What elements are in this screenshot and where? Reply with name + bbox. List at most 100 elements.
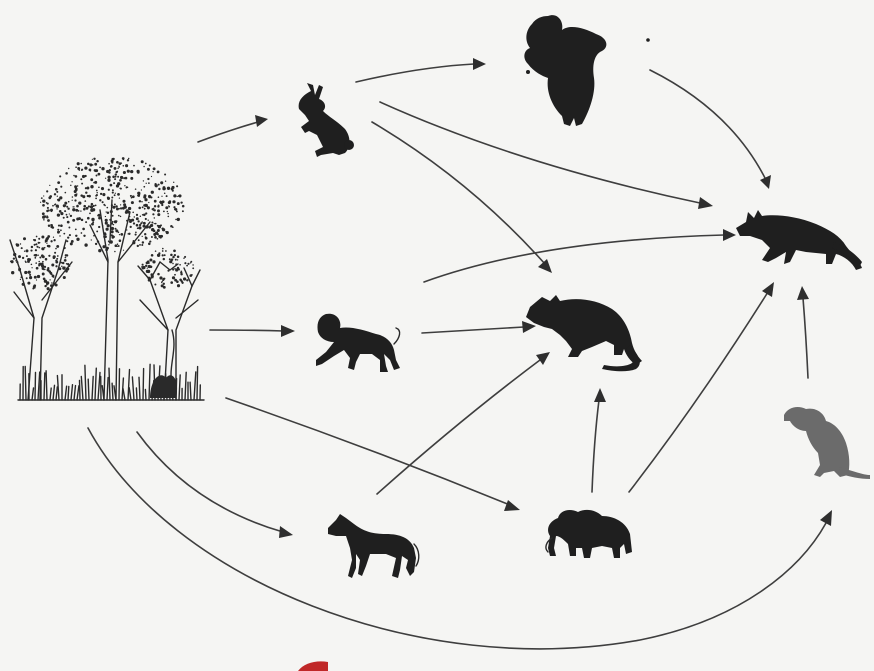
- foliage-dot: [10, 261, 12, 263]
- foliage-dot: [123, 171, 126, 174]
- foliage-dot: [167, 213, 168, 214]
- foliage-dot: [136, 214, 138, 216]
- foliage-dot: [80, 163, 82, 165]
- foliage-dot: [112, 192, 114, 194]
- foliage-dot: [115, 176, 117, 178]
- foliage-dot: [48, 255, 50, 257]
- foliage-dot: [61, 266, 62, 267]
- grass-blade: [46, 371, 47, 400]
- foliage-dot: [155, 250, 157, 252]
- foliage-dot: [17, 245, 19, 247]
- foliage-dot: [166, 195, 168, 197]
- foliage-dot: [168, 206, 170, 208]
- foliage-dot: [163, 210, 165, 212]
- grass-blade: [68, 386, 69, 400]
- foliage-dot: [107, 212, 110, 215]
- foliage-dot: [69, 234, 71, 236]
- foliage-dot: [83, 205, 86, 208]
- foliage-dot: [114, 178, 116, 180]
- foliage-dot: [157, 209, 160, 212]
- foliage-dot: [155, 184, 158, 187]
- foliage-dot: [114, 251, 116, 253]
- grass-blade: [149, 364, 150, 400]
- foliage-dot: [144, 198, 147, 201]
- grass-blade: [50, 388, 51, 400]
- foliage-dot: [83, 208, 86, 211]
- foliage-dot: [115, 244, 118, 247]
- foliage-dot: [157, 273, 160, 276]
- foliage-dot: [81, 183, 83, 185]
- foliage-dot: [132, 212, 134, 214]
- foliage-dot: [128, 158, 129, 159]
- foliage-dot: [34, 239, 36, 241]
- foliage-dot: [121, 162, 123, 164]
- foliage-dot: [179, 264, 181, 266]
- foliage-dot: [66, 240, 68, 242]
- foliage-dot: [76, 218, 79, 221]
- foliage-dot: [22, 257, 24, 259]
- foliage-dot: [46, 243, 47, 244]
- foliage-dot: [76, 193, 78, 195]
- foliage-dot: [148, 195, 151, 198]
- foliage-dot: [107, 179, 110, 182]
- foliage-dot: [84, 166, 87, 169]
- foliage-dot: [173, 182, 174, 183]
- foliage-dot: [177, 202, 180, 205]
- foliage-dot: [141, 160, 144, 163]
- foliage-dot: [181, 282, 183, 284]
- grass-blade: [145, 389, 146, 400]
- foliage-dot: [46, 238, 49, 241]
- foliage-dot: [46, 215, 47, 216]
- foliage-dot: [60, 229, 62, 231]
- foliage-dot: [119, 234, 120, 235]
- grass-blade: [95, 368, 96, 400]
- foliage-dot: [157, 254, 160, 257]
- grass-blade: [77, 386, 79, 400]
- foliage-dot: [95, 198, 97, 200]
- foliage-dot: [105, 222, 108, 225]
- foliage-dot: [125, 164, 128, 167]
- foliage-dot: [127, 159, 129, 161]
- foliage-dot: [165, 206, 168, 209]
- foliage-dot: [81, 232, 83, 234]
- foliage-dot: [107, 176, 110, 179]
- foliage-dot: [51, 282, 52, 283]
- foliage-dot: [119, 179, 122, 182]
- foliage-dot: [75, 209, 78, 212]
- foliage-dot: [67, 221, 70, 224]
- foliage-dot: [145, 204, 147, 206]
- grass-blade: [80, 380, 81, 400]
- edge-forest-to-horse: [137, 432, 293, 538]
- foliage-dot: [167, 187, 170, 190]
- foliage-dot: [110, 165, 112, 167]
- foliage-dot: [90, 185, 93, 188]
- foliage-dot: [174, 208, 177, 211]
- foliage-dot: [143, 222, 146, 225]
- foliage-dot: [116, 184, 119, 187]
- foliage-dot: [138, 239, 140, 241]
- foliage-dot: [175, 219, 176, 220]
- foliage-dot: [42, 267, 45, 270]
- foliage-dot: [157, 171, 160, 174]
- foliage-dot: [48, 270, 50, 272]
- foliage-dot: [177, 284, 180, 287]
- foliage-dot: [187, 263, 189, 265]
- foliage-dot: [105, 178, 106, 179]
- foliage-dot: [75, 188, 78, 191]
- foliage-dot: [112, 206, 115, 209]
- grass-blade: [128, 370, 130, 400]
- foliage-dot: [37, 254, 38, 255]
- elephant-icon: [546, 510, 632, 558]
- foliage-dot: [153, 167, 156, 170]
- foliage-dot: [119, 239, 122, 242]
- foliage-dot: [136, 170, 139, 173]
- foliage-dot: [48, 245, 50, 247]
- foliage-dot: [75, 166, 77, 168]
- foliage-dot: [64, 210, 66, 212]
- foliage-dot: [53, 237, 54, 238]
- owl-icon: [523, 15, 606, 126]
- foliage-dot: [141, 201, 142, 202]
- foliage-dot: [82, 195, 85, 198]
- edge-rabbit-to-owl: [356, 58, 486, 82]
